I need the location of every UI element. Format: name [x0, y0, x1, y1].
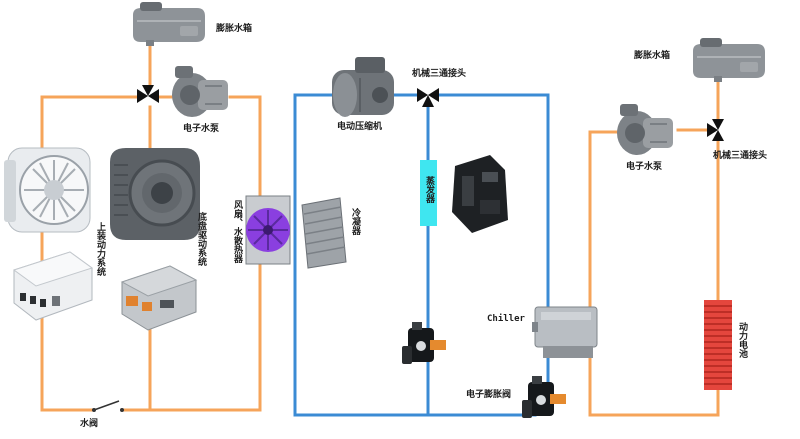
coolant-pipe	[40, 95, 139, 412]
fan-radiator-label: 风扇、水散热器	[232, 200, 242, 263]
expansion-valve-icon	[522, 376, 566, 418]
upper-power-system-label: 上装动力系统	[95, 222, 105, 276]
power-battery-icon	[704, 300, 732, 390]
refrigerant-pipe	[293, 93, 537, 417]
upper-motor-icon	[4, 147, 91, 233]
expansion-tank-icon	[693, 38, 765, 82]
upper-controller-icon	[12, 251, 94, 321]
evaporator-core-icon	[452, 155, 508, 233]
three-way-right-label: 机械三通接头	[713, 151, 768, 161]
expansion-valve-icon	[402, 322, 446, 364]
expansion-valve-label: 电子膨胀阀	[466, 390, 512, 400]
refrigerant-pipe	[437, 93, 550, 310]
electronic-pump-icon	[172, 66, 228, 117]
three-way-valve-icon	[137, 85, 159, 103]
pump-right-label: 电子水泵	[626, 162, 663, 172]
condenser-label: 冷凝器	[350, 208, 360, 235]
chassis-drive-system-label: 底盘驱动系统	[196, 212, 206, 266]
expansion-tank-left-label: 膨胀水箱	[216, 24, 253, 34]
three-way-valve-icon	[707, 119, 724, 141]
condenser-icon	[301, 197, 347, 269]
fan-radiator-icon	[245, 195, 291, 265]
evaporator-label: 蒸发器	[424, 176, 434, 203]
power-battery-label: 动力电池	[737, 322, 747, 358]
chassis-motor-icon	[110, 148, 200, 240]
coolant-pipe	[588, 130, 622, 309]
evaporator-box	[420, 160, 437, 226]
water-valve-label: 水阀	[80, 419, 99, 429]
expansion-tank-icon	[133, 2, 205, 46]
three-way-valve-icon	[417, 88, 439, 107]
compressor-label: 电动压缩机	[337, 122, 383, 132]
electronic-pump-icon	[617, 104, 673, 155]
three-way-center-label: 机械三通接头	[412, 69, 467, 79]
expansion-tank-right-label: 膨胀水箱	[634, 51, 671, 61]
chiller-label: Chiller	[487, 314, 525, 324]
electric-compressor-icon	[332, 57, 394, 117]
water-valve-icon	[92, 400, 124, 412]
coolant-pipe	[588, 139, 720, 417]
pump-left-label: 电子水泵	[183, 124, 220, 134]
chiller-icon	[532, 306, 598, 358]
chassis-controller-icon	[120, 265, 198, 331]
